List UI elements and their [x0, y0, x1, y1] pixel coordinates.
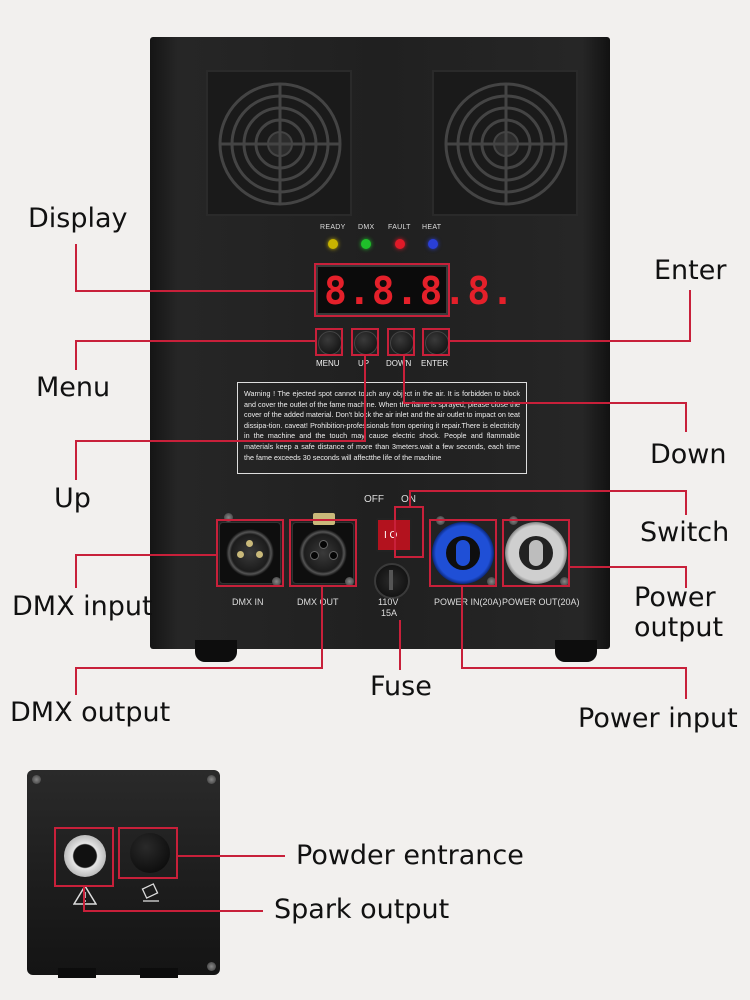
callout-power-input: Power input: [578, 703, 738, 734]
powder-lid[interactable]: [130, 833, 170, 873]
power-in-label: POWER IN(20A): [434, 597, 502, 607]
powercon-socket-icon: [519, 536, 553, 570]
dmx-out-highlight: [289, 519, 357, 587]
dmx-in-connector[interactable]: [219, 522, 281, 584]
callout-power-output: Power output: [634, 582, 724, 643]
xlr-female-icon: [299, 529, 347, 577]
fuse-holder[interactable]: [374, 563, 410, 599]
screw-icon: [207, 962, 216, 971]
screw-icon: [224, 513, 233, 522]
down-button-label: DOWN: [386, 359, 412, 368]
led-label-heat: HEAT: [422, 224, 442, 231]
fan-right: [432, 70, 578, 216]
powder-fill-icon: [141, 883, 159, 902]
callout-menu: Menu: [36, 372, 111, 403]
led-fault: [395, 239, 405, 249]
powder-entrance-highlight: [118, 827, 178, 879]
callout-display: Display: [28, 203, 128, 234]
switch-on-label: ON: [401, 494, 416, 505]
panel-foot-left: [58, 968, 96, 978]
dmx-in-label: DMX IN: [232, 597, 264, 607]
power-out-connector[interactable]: [505, 522, 567, 584]
xlr-male-icon: [226, 529, 274, 577]
callout-down: Down: [650, 439, 727, 470]
switch-off-label: OFF: [364, 494, 384, 505]
up-button-label: UP: [358, 359, 369, 368]
dmx-out-label: DMX OUT: [297, 597, 339, 607]
callout-switch: Switch: [640, 517, 730, 548]
screw-icon: [32, 775, 41, 784]
display-highlight: [314, 263, 450, 317]
screw-icon: [207, 775, 216, 784]
dmx-out-connector[interactable]: [292, 513, 354, 584]
led-ready: [328, 239, 338, 249]
machine-foot-right: [555, 640, 597, 662]
fuse-rating-current: 15A: [381, 608, 398, 618]
seven-segment-display: 8.8.8.8.: [316, 265, 514, 315]
spark-output-highlight: [54, 827, 114, 887]
warning-label: Warning ! The ejected spot cannot touch …: [237, 382, 527, 474]
spark-outlet: [64, 835, 106, 877]
screw-icon: [487, 577, 496, 586]
menu-button-label: MENU: [316, 359, 340, 368]
enter-button-label: ENTER: [421, 359, 449, 368]
power-out-label: POWER OUT(20A): [502, 597, 580, 607]
switch-mark-icon: I O: [384, 530, 398, 541]
fan-grille-icon: [218, 82, 342, 206]
callout-enter: Enter: [654, 255, 727, 286]
fuse-slot-icon: [389, 570, 393, 590]
machine-foot-left: [195, 640, 237, 662]
dmx-in-highlight: [216, 519, 284, 587]
up-highlight: [351, 328, 379, 356]
down-highlight: [387, 328, 415, 356]
callout-dmx-input: DMX input: [12, 591, 153, 622]
led-label-ready: READY: [320, 224, 346, 231]
powercon-socket-icon: [446, 536, 480, 570]
screw-icon: [345, 577, 354, 586]
callout-up: Up: [54, 483, 91, 514]
display-readout: 8.8.8.8.: [324, 269, 516, 313]
callout-powder-entrance: Powder entrance: [296, 840, 524, 871]
callout-fuse: Fuse: [370, 671, 432, 702]
menu-highlight: [315, 328, 343, 356]
led-dmx: [361, 239, 371, 249]
power-out-highlight: [502, 519, 570, 587]
enter-highlight: [422, 328, 450, 356]
power-in-highlight: [429, 519, 497, 587]
led-heat: [428, 239, 438, 249]
top-panel: [27, 770, 220, 975]
fan-grille-icon: [444, 82, 568, 206]
fuse-rating-voltage: 110V: [378, 597, 399, 607]
screw-icon: [272, 577, 281, 586]
switch-highlight: [394, 506, 424, 558]
power-in-connector[interactable]: [432, 522, 494, 584]
led-label-fault: FAULT: [388, 224, 411, 231]
panel-foot-right: [140, 968, 178, 978]
led-label-dmx: DMX: [358, 224, 375, 231]
callout-spark-output: Spark output: [274, 894, 450, 925]
fan-left: [206, 70, 352, 216]
screw-icon: [560, 577, 569, 586]
warning-triangle-icon: [73, 885, 97, 905]
callout-dmx-output: DMX output: [10, 697, 171, 728]
